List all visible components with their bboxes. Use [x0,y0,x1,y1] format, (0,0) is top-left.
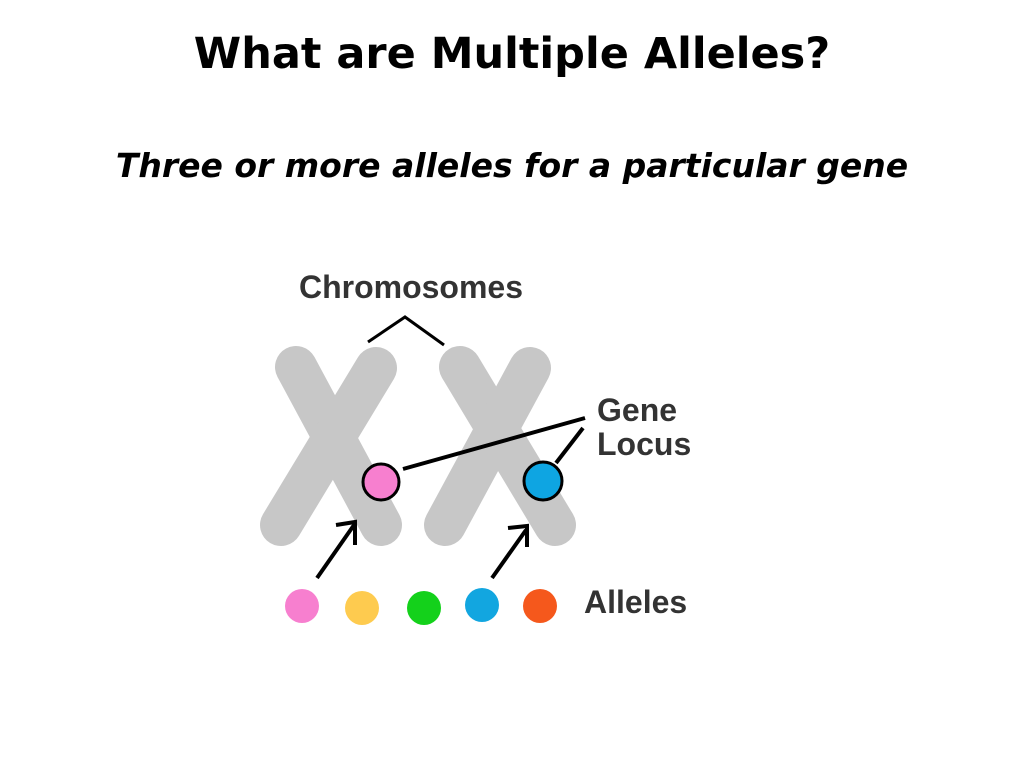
slide-title: What are Multiple Alleles? [193,29,831,79]
arrow-left [315,519,357,580]
gene-locus-line-right [554,426,585,465]
arrow-right [490,523,529,580]
slide-subtitle: Three or more alleles for a particular g… [115,146,909,185]
allele-dot-5 [523,589,557,623]
locus-left [361,462,401,502]
gene-label-line2: Locus [597,426,691,462]
alleles-label: Alleles [584,584,687,620]
locus-right [522,460,564,502]
gene-label-line1: Gene [597,392,677,428]
chromosomes-bracket [367,315,445,347]
gene-locus-line-left [402,416,586,471]
allele-dot-2 [345,591,379,625]
chromosome-left-arm-b [260,347,397,546]
chromosome-right [424,346,576,546]
chromosomes-label: Chromosomes [299,269,523,305]
allele-dot-1 [285,589,319,623]
allele-dot-3 [407,591,441,625]
chromosome-left [260,346,402,546]
allele-dot-4 [465,588,499,622]
allele-dots [285,588,557,625]
